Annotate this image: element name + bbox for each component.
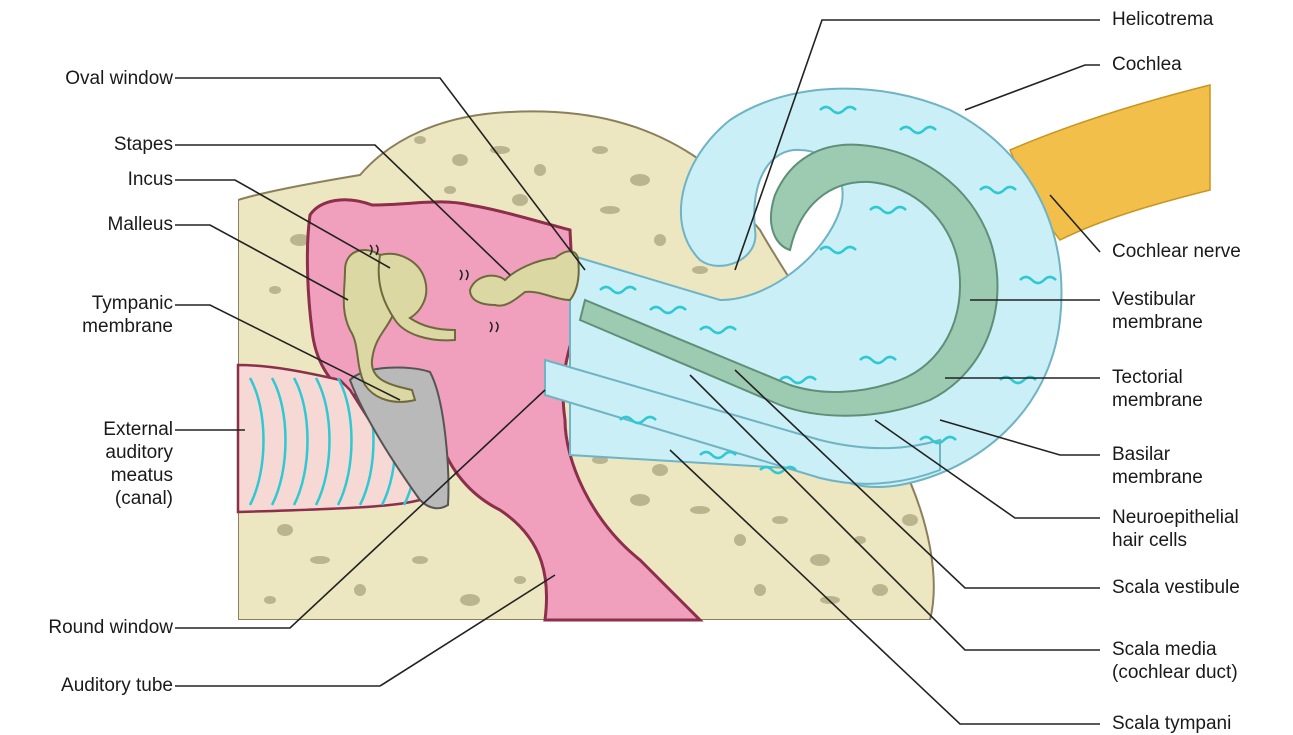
- bone-pore: [902, 514, 918, 526]
- label-round-window: Round window: [48, 616, 173, 639]
- bone-pore: [452, 154, 468, 166]
- bone-pore: [810, 554, 830, 566]
- bone-pore: [820, 596, 840, 604]
- label-external-auditory-meatus: External auditory meatus (canal): [103, 418, 173, 510]
- bone-pore: [692, 266, 708, 274]
- label-incus: Incus: [128, 168, 173, 191]
- label-scala-vestibule: Scala vestibule: [1112, 576, 1240, 599]
- label-vestibular-membrane: Vestibular membrane: [1112, 288, 1203, 334]
- bone-pore: [772, 516, 788, 524]
- bone-pore: [754, 584, 766, 596]
- label-helicotrema: Helicotrema: [1112, 8, 1213, 31]
- bone-pore: [534, 164, 546, 176]
- label-cochlear-nerve: Cochlear nerve: [1112, 240, 1241, 263]
- bone-pore: [512, 194, 528, 206]
- label-neuroepithelial-hair-cells: Neuroepithelial hair cells: [1112, 506, 1239, 552]
- bone-pore: [872, 584, 888, 596]
- label-stapes: Stapes: [114, 133, 173, 156]
- bone-pore: [412, 556, 428, 564]
- bone-pore: [444, 186, 456, 194]
- bone-pore: [460, 594, 480, 606]
- bone-pore: [652, 464, 668, 476]
- label-auditory-tube: Auditory tube: [61, 674, 173, 697]
- bone-pore: [592, 146, 608, 154]
- bone-pore: [264, 596, 276, 604]
- label-malleus: Malleus: [108, 213, 173, 236]
- bone-pore: [310, 556, 330, 564]
- label-tectorial-membrane: Tectorial membrane: [1112, 366, 1203, 412]
- label-basilar-membrane: Basilar membrane: [1112, 443, 1203, 489]
- label-tympanic-membrane: Tympanic membrane: [82, 292, 173, 338]
- bone-pore: [414, 136, 426, 144]
- bone-pore: [514, 576, 526, 584]
- bone-pore: [734, 534, 746, 546]
- label-cochlea: Cochlea: [1112, 53, 1182, 76]
- bone-pore: [354, 584, 366, 596]
- bone-pore: [277, 524, 293, 536]
- bone-pore: [600, 206, 620, 214]
- leader-cochlea: [965, 65, 1100, 110]
- bone-pore: [630, 174, 650, 186]
- label-scala-media: Scala media (cochlear duct): [1112, 638, 1238, 684]
- bone-pore: [654, 234, 666, 246]
- bone-pore: [269, 286, 281, 294]
- label-oval-window: Oval window: [65, 67, 173, 90]
- bone-pore: [690, 506, 710, 514]
- label-scala-tympani: Scala tympani: [1112, 712, 1231, 735]
- bone-pore: [630, 494, 650, 506]
